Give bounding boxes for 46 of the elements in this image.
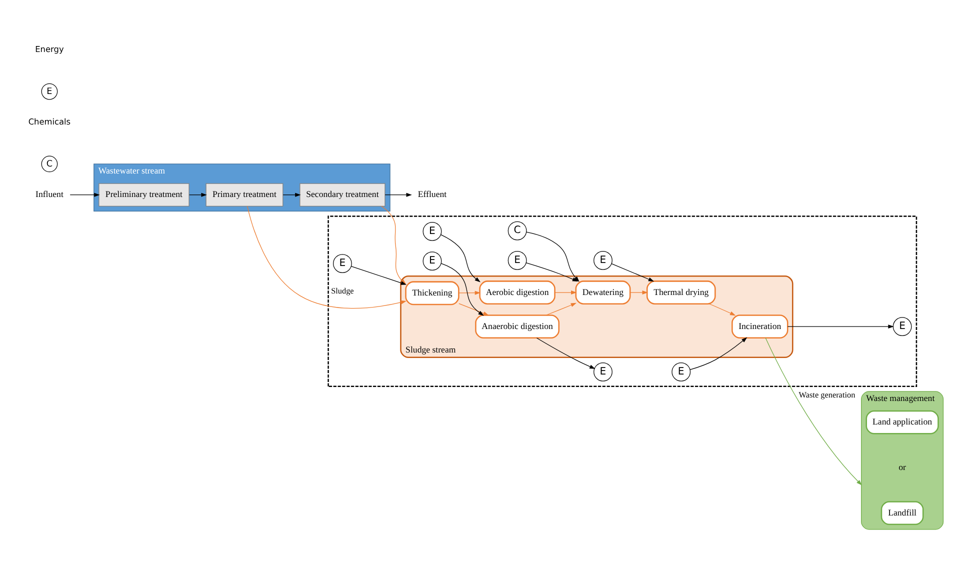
- node-circle: E: [422, 252, 442, 270]
- arrow: [440, 263, 484, 316]
- arrow: [188, 192, 207, 197]
- node-text: Effluent: [418, 189, 447, 200]
- node-circle: E: [672, 362, 691, 382]
- arrow: [536, 338, 596, 369]
- arrow: [70, 192, 100, 197]
- legend-label: Energy: [35, 44, 64, 54]
- arrow: [440, 234, 480, 282]
- arrow: [787, 324, 894, 329]
- node-box: Preliminary treatment: [98, 183, 190, 207]
- node-box: Thickening: [405, 281, 460, 306]
- legend-label: Chemicals: [28, 116, 71, 127]
- arrow: [458, 303, 489, 316]
- node-circle: E: [508, 250, 527, 270]
- arrow: [458, 290, 481, 295]
- arrow: [765, 338, 862, 486]
- label: E: [46, 86, 52, 97]
- node-circle: E: [594, 362, 612, 382]
- node-box: Dewatering: [575, 280, 631, 304]
- cluster: [328, 216, 918, 388]
- label: or: [898, 462, 906, 472]
- arrow: [282, 192, 301, 197]
- node-box: Primary treatment: [206, 183, 284, 207]
- node-box: Aerobic digestion: [479, 280, 556, 304]
- node-circle: E: [333, 254, 352, 273]
- arrow: [554, 290, 577, 295]
- node-text: Influent: [36, 189, 64, 200]
- node-box: Anaerobic digestion: [475, 314, 560, 339]
- node-box: Secondary treatment: [300, 183, 386, 207]
- arrow: [690, 337, 748, 370]
- arrow: [526, 262, 578, 282]
- node-circle: E: [422, 222, 442, 241]
- node-box: Incineration: [732, 314, 788, 339]
- arrow: [630, 290, 648, 295]
- node-box: Landfill: [880, 501, 924, 526]
- arrow: [708, 304, 736, 316]
- node-box: Land application: [866, 410, 939, 434]
- node-circle: C: [508, 221, 527, 240]
- arrow: [611, 263, 654, 282]
- arrow: [526, 232, 580, 282]
- arrow: [384, 192, 412, 197]
- node-circle: E: [594, 250, 612, 270]
- node-box: Thermal drying: [646, 280, 716, 304]
- label: C: [46, 159, 53, 170]
- node-circle: E: [892, 317, 912, 336]
